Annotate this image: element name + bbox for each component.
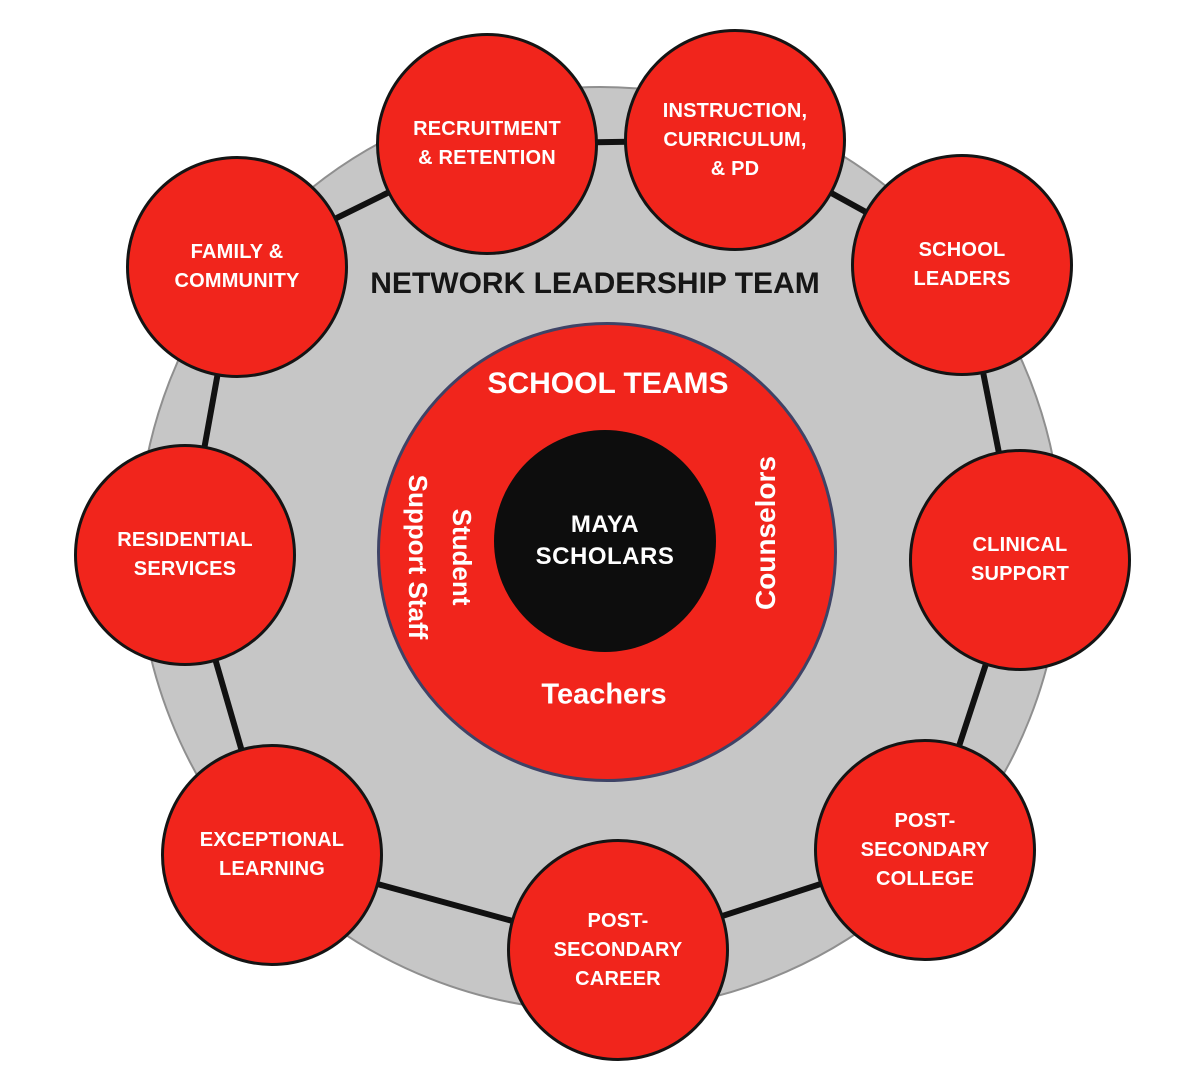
ring-node-post-secondary-college: POST- SECONDARY COLLEGE [814, 739, 1036, 961]
teachers-label: Teachers [541, 678, 667, 711]
maya-scholars-label: MAYA SCHOLARS [535, 510, 675, 570]
ring-node-school-leaders: SCHOOL LEADERS [851, 154, 1073, 376]
ring-node-instruction-curriculum-pd: INSTRUCTION, CURRICULUM, & PD [624, 29, 846, 251]
ring-node-label: RESIDENTIAL SERVICES [117, 529, 253, 580]
student-support-staff-label: Student Support Staff [403, 474, 478, 640]
counselors-label: Counselors [750, 455, 781, 611]
ring-node-label: CLINICAL SUPPORT [970, 534, 1070, 585]
maya-scholars-circle: MAYA SCHOLARS [494, 430, 716, 652]
ring-node-recruitment-retention: RECRUITMENT & RETENTION [376, 33, 598, 255]
ring-node-label: POST- SECONDARY COLLEGE [860, 809, 990, 890]
network-leadership-title: NETWORK LEADERSHIP TEAM [370, 267, 820, 300]
ring-node-label: RECRUITMENT & RETENTION [413, 118, 561, 169]
ring-node-family-community: FAMILY & COMMUNITY [126, 156, 348, 378]
ring-node-clinical-support: CLINICAL SUPPORT [909, 449, 1131, 671]
ring-node-label: FAMILY & COMMUNITY [174, 241, 300, 292]
ring-node-residential-services: RESIDENTIAL SERVICES [74, 444, 296, 666]
ring-node-label: POST- SECONDARY CAREER [553, 909, 683, 990]
ring-node-label: INSTRUCTION, CURRICULUM, & PD [662, 99, 808, 180]
ring-node-label: EXCEPTIONAL LEARNING [199, 829, 345, 880]
ring-node-exceptional-learning: EXCEPTIONAL LEARNING [161, 744, 383, 966]
ring-node-post-secondary-career: POST- SECONDARY CAREER [507, 839, 729, 1061]
school-teams-label: SCHOOL TEAMS [487, 367, 729, 400]
ring-node-label: SCHOOL LEADERS [913, 239, 1011, 290]
